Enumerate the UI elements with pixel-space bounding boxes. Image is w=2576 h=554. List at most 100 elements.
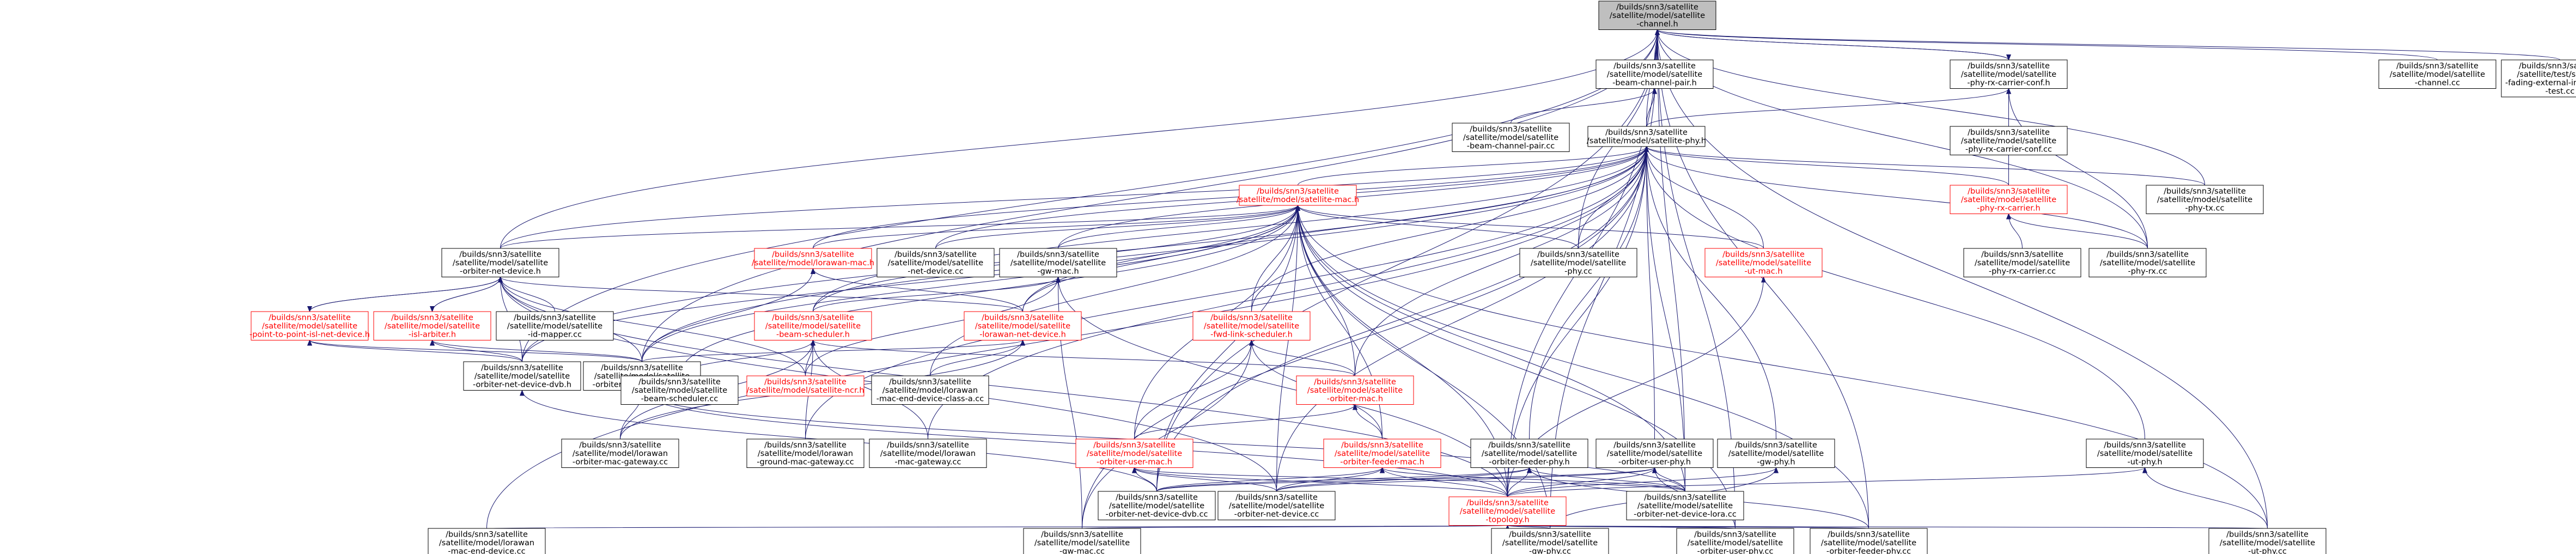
dependency-edge <box>1298 205 1764 249</box>
file-node-lorawan-mac-h[interactable]: /builds/snn3/satellite/satellite/model/l… <box>752 248 874 269</box>
dependency-edge <box>1298 205 1579 249</box>
dependency-edge <box>1647 147 2148 249</box>
file-node-mac-h[interactable]: /builds/snn3/satellite/satellite/model/s… <box>1237 185 1359 206</box>
file-node-lorawan-mac-end-device-cc[interactable]: /builds/snn3/satellite/satellite/model/l… <box>428 528 546 554</box>
file-node-label-line: -ut-phy.h <box>2127 458 2162 467</box>
file-node-label-line: /satellite/model/satellite <box>1607 70 1702 79</box>
file-node-label-line: -orbiter-net-device-lora.cc <box>1634 510 1737 519</box>
file-node-phy-rx-cc[interactable]: /builds/snn3/satellite/satellite/model/s… <box>2088 248 2207 277</box>
file-node-label-line: /satellite/model/satellite <box>1610 11 1705 20</box>
dependency-edge <box>500 30 1658 249</box>
dependency-edge <box>1022 147 1647 312</box>
file-node-label-line: /satellite/model/satellite <box>1728 449 1824 458</box>
file-node-orbiter-net-device-dvb-cc[interactable]: /builds/snn3/satellite/satellite/model/s… <box>1098 491 1216 520</box>
file-node-gw-mac-cc[interactable]: /builds/snn3/satellite/satellite/model/s… <box>1023 528 1141 554</box>
file-node-phy-cc[interactable]: /builds/snn3/satellite/satellite/model/s… <box>1519 248 1637 277</box>
file-node-label-line: -phy.cc <box>1564 267 1592 276</box>
file-node-phy-rx-carrier-conf-h[interactable]: /builds/snn3/satellite/satellite/model/s… <box>1950 59 2068 89</box>
file-node-box <box>746 439 864 468</box>
file-node-lorawan-orbiter-mac-gateway-cc[interactable]: /builds/snn3/satellite/satellite/model/l… <box>561 439 679 468</box>
file-nodes: /builds/snn3/satellite/satellite/model/s… <box>249 1 2576 554</box>
dependency-edge <box>1156 467 1530 492</box>
file-node-fwd-link-scheduler-h[interactable]: /builds/snn3/satellite/satellite/model/s… <box>1192 311 1311 340</box>
file-node-orbiter-net-device-lora-cc[interactable]: /builds/snn3/satellite/satellite/model/s… <box>1626 491 1744 520</box>
file-node-gw-phy-cc[interactable]: /builds/snn3/satellite/satellite/model/s… <box>1491 528 1609 554</box>
file-node-net-device-cc[interactable]: /builds/snn3/satellite/satellite/model/s… <box>876 248 995 277</box>
file-node-label-line: /satellite/model/satellite <box>262 322 357 331</box>
file-node-label-line: -mac-gateway.cc <box>895 458 961 467</box>
dependency-edge <box>1507 467 1776 497</box>
file-node-p2p-isl-h[interactable]: /builds/snn3/satellite/satellite/model/s… <box>249 311 370 340</box>
file-node-box <box>1950 185 2068 214</box>
file-node-label-line: /builds/snn3/satellite <box>2106 251 2189 259</box>
file-node-beam-channel-pair-h[interactable]: /builds/snn3/satellite/satellite/model/s… <box>1595 59 1714 89</box>
file-node-lorawan-mac-end-device-class-a-cc[interactable]: /builds/snn3/satellite/satellite/model/l… <box>871 375 989 405</box>
file-node-topology-h[interactable]: /builds/snn3/satellite/satellite/model/s… <box>1448 496 1567 526</box>
file-node-lorawan-ground-mac-gateway-cc[interactable]: /builds/snn3/satellite/satellite/model/l… <box>746 439 864 468</box>
file-node-channel-h[interactable]: /builds/snn3/satellite/satellite/model/s… <box>1598 1 1716 30</box>
file-node-orbiter-feeder-phy-h[interactable]: /builds/snn3/satellite/satellite/model/s… <box>1470 439 1588 468</box>
file-node-fading-test-cc[interactable]: /builds/snn3/satellite/satellite/test/sa… <box>2501 59 2576 98</box>
file-node-box <box>2086 439 2204 468</box>
file-node-isl-arbiter-h[interactable]: /builds/snn3/satellite/satellite/model/s… <box>373 311 491 340</box>
file-node-label-line: /builds/snn3/satellite <box>894 251 977 259</box>
file-node-orbiter-user-phy-cc[interactable]: /builds/snn3/satellite/satellite/model/s… <box>1676 528 1794 554</box>
file-node-gw-phy-h[interactable]: /builds/snn3/satellite/satellite/model/s… <box>1717 439 1835 468</box>
file-node-orbiter-feeder-phy-cc[interactable]: /builds/snn3/satellite/satellite/model/s… <box>1810 528 1928 554</box>
file-node-label-line: -ut-mac.h <box>1744 267 1782 276</box>
file-node-ut-phy-cc[interactable]: /builds/snn3/satellite/satellite/model/s… <box>2208 528 2327 554</box>
dependency-edge <box>1657 29 2009 60</box>
file-node-box <box>999 248 1117 277</box>
file-node-label-line: /satellite/model/satellite <box>1034 539 1130 547</box>
dependency-edges <box>310 29 2560 529</box>
file-node-phy-tx-cc[interactable]: /builds/snn3/satellite/satellite/model/s… <box>2146 185 2264 214</box>
file-node-box <box>1075 439 1193 468</box>
file-node-label-line: -gw-mac.cc <box>1059 547 1105 554</box>
file-node-label-line: /builds/snn3/satellite <box>1041 531 1123 539</box>
file-node-label-line: /builds/snn3/satellite <box>772 251 854 259</box>
file-node-gw-mac-h[interactable]: /builds/snn3/satellite/satellite/model/s… <box>999 248 1117 277</box>
file-node-id-mapper-cc[interactable]: /builds/snn3/satellite/satellite/model/s… <box>496 311 614 340</box>
file-node-beam-scheduler-cc[interactable]: /builds/snn3/satellite/satellite/model/s… <box>620 375 739 405</box>
file-node-label-line: -orbiter-user-phy.cc <box>1697 547 1774 554</box>
file-node-ut-phy-h[interactable]: /builds/snn3/satellite/satellite/model/s… <box>2086 439 2204 468</box>
dependency-edge <box>1507 467 1655 497</box>
file-node-orbiter-feeder-mac-h[interactable]: /builds/snn3/satellite/satellite/model/s… <box>1323 439 1441 468</box>
file-node-phy-rx-carrier-h[interactable]: /builds/snn3/satellite/satellite/model/s… <box>1950 185 2068 214</box>
file-node-label-line: /builds/snn3/satellite <box>1613 62 1696 71</box>
file-node-phy-rx-carrier-conf-cc[interactable]: /builds/snn3/satellite/satellite/model/s… <box>1950 126 2068 155</box>
dependency-edge <box>1507 147 1647 497</box>
file-node-beam-channel-pair-cc[interactable]: /builds/snn3/satellite/satellite/model/s… <box>1452 123 1570 152</box>
file-node-orbiter-net-device-cc[interactable]: /builds/snn3/satellite/satellite/model/s… <box>1217 491 1336 520</box>
file-node-label-line: /builds/snn3/satellite <box>2164 187 2246 196</box>
file-node-label-line: /builds/snn3/satellite <box>1488 441 1570 450</box>
file-node-beam-scheduler-h[interactable]: /builds/snn3/satellite/satellite/model/s… <box>754 311 872 340</box>
file-node-orbiter-net-device-dvb-h[interactable]: /builds/snn3/satellite/satellite/model/s… <box>463 361 581 391</box>
file-node-orbiter-user-mac-h[interactable]: /builds/snn3/satellite/satellite/model/s… <box>1075 439 1193 468</box>
file-node-label-line: /builds/snn3/satellite <box>887 441 969 450</box>
file-node-label-line: /satellite/model/satellite <box>1463 133 1558 142</box>
dependency-edge <box>930 340 1023 376</box>
file-node-orbiter-user-phy-h[interactable]: /builds/snn3/satellite/satellite/model/s… <box>1595 439 1714 468</box>
file-node-ncr-h[interactable]: /builds/snn3/satellite/satellite/model/s… <box>746 375 864 397</box>
file-node-ut-mac-h[interactable]: /builds/snn3/satellite/satellite/model/s… <box>1704 248 1823 277</box>
file-node-phy-h[interactable]: /builds/snn3/satellite/satellite/model/s… <box>1587 126 1706 147</box>
file-node-box <box>746 375 864 397</box>
file-node-label-line: /satellite/model/satellite <box>888 259 983 267</box>
dependency-edge <box>1134 340 1252 440</box>
dependency-edge <box>1658 29 2560 60</box>
file-node-label-line: -lorawan-net-device.h <box>979 331 1066 339</box>
file-node-channel-cc[interactable]: /builds/snn3/satellite/satellite/model/s… <box>2378 59 2496 89</box>
file-node-label-line: /builds/snn3/satellite <box>459 251 541 259</box>
file-node-label-line: /builds/snn3/satellite <box>1093 441 1176 450</box>
file-node-lorawan-net-device-h[interactable]: /builds/snn3/satellite/satellite/model/s… <box>964 311 1082 340</box>
file-node-orbiter-net-device-h[interactable]: /builds/snn3/satellite/satellite/model/s… <box>441 248 559 277</box>
file-node-lorawan-mac-gateway-cc[interactable]: /builds/snn3/satellite/satellite/model/l… <box>869 439 987 468</box>
file-node-label-line: -orbiter-feeder-phy.h <box>1489 458 1569 467</box>
file-node-orbiter-mac-h[interactable]: /builds/snn3/satellite/satellite/model/s… <box>1296 375 1414 405</box>
file-node-label-line: -phy-rx-carrier-conf.h <box>1967 79 2050 88</box>
file-node-phy-rx-carrier-cc[interactable]: /builds/snn3/satellite/satellite/model/s… <box>1963 248 2081 277</box>
file-node-label-line: /satellite/model/satellite <box>2220 539 2315 547</box>
file-node-box <box>1950 126 2068 155</box>
file-node-box <box>1519 248 1637 277</box>
